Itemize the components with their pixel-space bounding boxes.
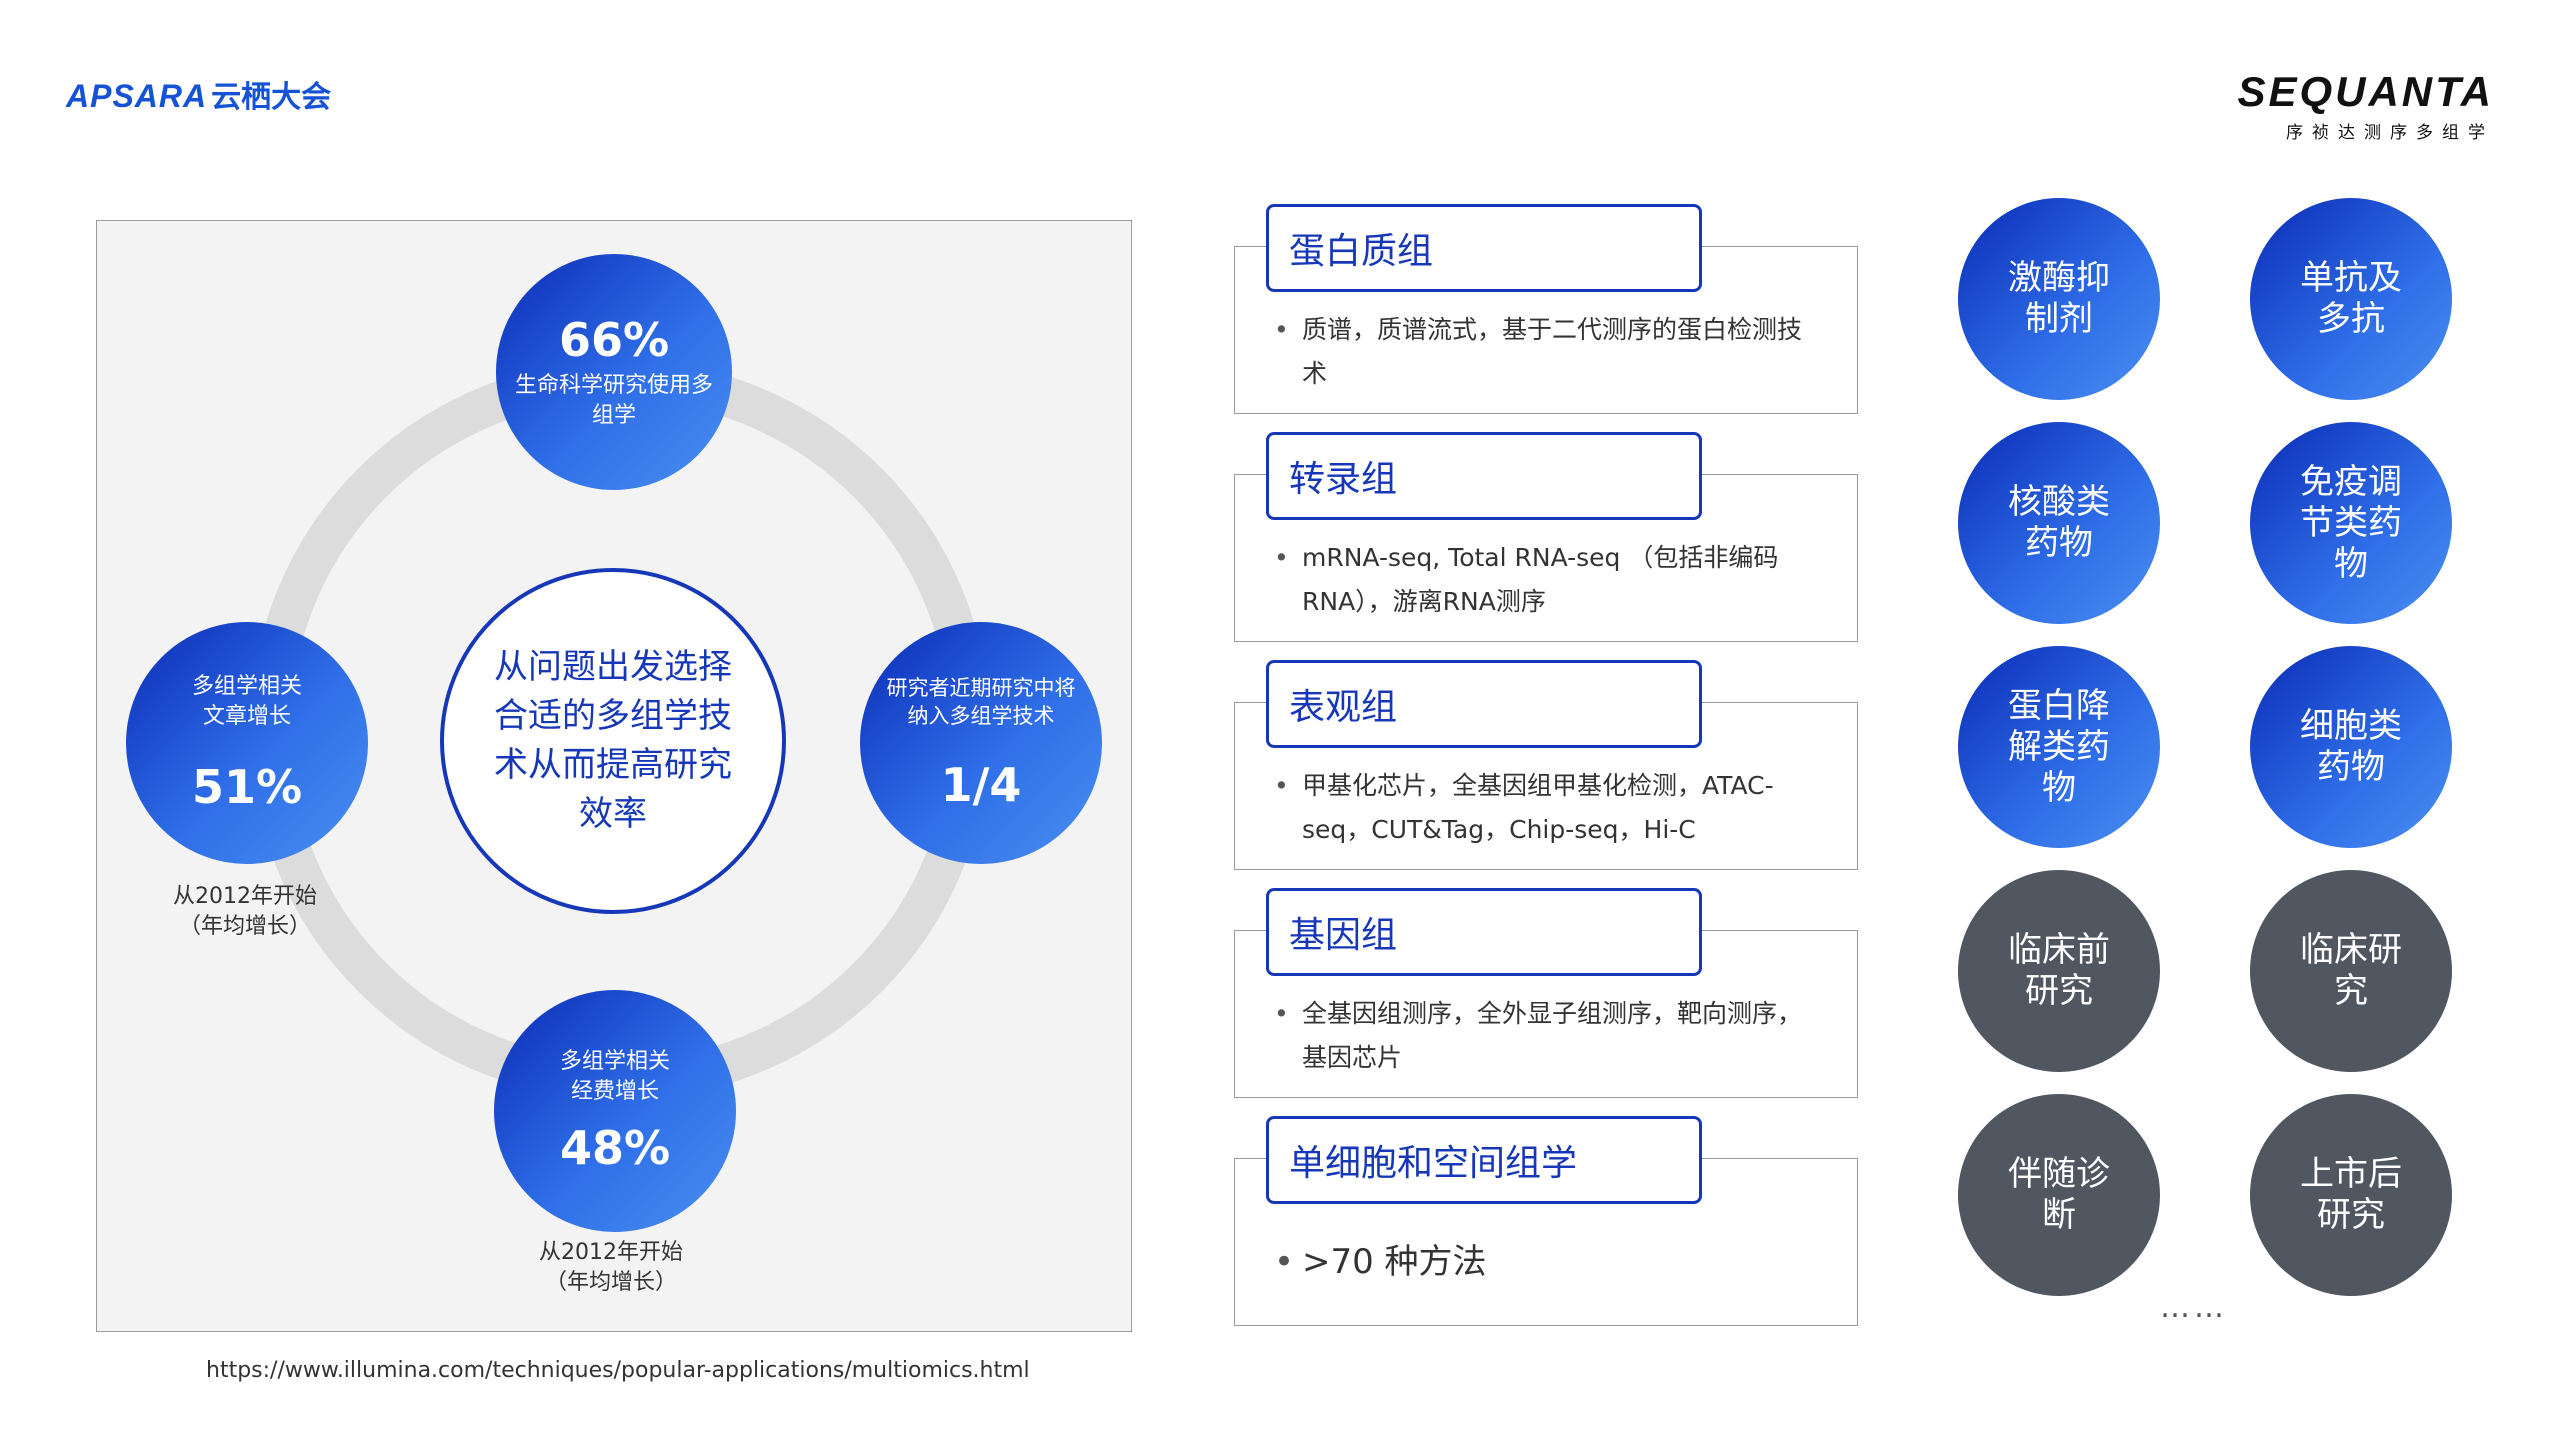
application-label: 蛋白降解类药物	[2008, 685, 2110, 808]
stage-circle: 伴随诊断	[1958, 1094, 2160, 1296]
stat-bubble-top: 66% 生命科学研究使用多组学	[496, 254, 732, 490]
stat-bubble-bottom: 多组学相关经费增长 48%	[494, 990, 736, 1232]
stat-value: 51%	[191, 760, 303, 814]
application-label: 细胞类药物	[2300, 706, 2402, 787]
omic-card-desc: 质谱，质谱流式，基于二代测序的蛋白检测技术	[1274, 308, 1814, 396]
center-statement-text: 从问题出发选择合适的多组学技术从而提高研究效率	[494, 647, 732, 834]
stat-label: 研究者近期研究中将纳入多组学技术	[886, 676, 1076, 728]
stage-circle: 上市后研究	[2250, 1094, 2452, 1296]
stat-label: 多组学相关经费增长	[559, 1049, 670, 1104]
stat-note-left: 从2012年开始 （年均增长）	[140, 882, 350, 942]
omic-card-title: 转录组	[1266, 432, 1702, 520]
stat-value: 48%	[559, 1121, 671, 1175]
apsara-logo-cn: 云栖大会	[211, 80, 332, 115]
application-label: 免疫调节类药物	[2300, 461, 2402, 584]
center-statement: 从问题出发选择合适的多组学技术从而提高研究效率	[440, 568, 786, 914]
omic-card-desc: mRNA-seq, Total RNA-seq （包括非编码RNA），游离RNA…	[1274, 536, 1814, 624]
note-line: （年均增长）	[178, 914, 311, 939]
application-circle: 免疫调节类药物	[2250, 422, 2452, 624]
stat-bubble-right: 研究者近期研究中将纳入多组学技术 1/4	[860, 622, 1102, 864]
stat-value: 66%	[558, 313, 670, 367]
omic-card-desc: 甲基化芯片，全基因组甲基化检测，ATAC-seq，CUT&Tag，Chip-se…	[1274, 764, 1814, 852]
sequanta-logo-text: SEQUANTA	[2237, 68, 2494, 115]
application-circle: 核酸类药物	[1958, 422, 2160, 624]
source-link[interactable]: https://www.illumina.com/techniques/popu…	[206, 1358, 1030, 1383]
note-line: （年均增长）	[544, 1270, 677, 1295]
note-line: 从2012年开始	[173, 884, 317, 909]
application-label: 激酶抑制剂	[2008, 258, 2110, 339]
stat-bubble-left: 多组学相关文章增长 51%	[126, 622, 368, 864]
omic-card-desc: >70 种方法	[1274, 1240, 1814, 1284]
stage-label: 上市后研究	[2300, 1154, 2402, 1235]
stage-circle: 临床研究	[2250, 870, 2452, 1072]
stage-label: 临床研究	[2300, 930, 2402, 1011]
apsara-logo: APSARA 云栖大会	[66, 72, 331, 116]
omic-card-title: 基因组	[1266, 888, 1702, 976]
omic-card-title: 蛋白质组	[1266, 204, 1702, 292]
stat-label: 多组学相关文章增长	[191, 674, 302, 729]
application-circle: 蛋白降解类药物	[1958, 646, 2160, 848]
application-circle: 细胞类药物	[2250, 646, 2452, 848]
omic-card-title: 表观组	[1266, 660, 1702, 748]
note-line: 从2012年开始	[539, 1240, 683, 1265]
application-circle: 单抗及多抗	[2250, 198, 2452, 400]
stage-label: 临床前研究	[2008, 930, 2110, 1011]
apsara-logo-text: APSARA	[66, 78, 208, 114]
stat-note-bottom: 从2012年开始 （年均增长）	[506, 1238, 716, 1298]
sequanta-logo: SEQUANTA 序祯达测序多组学	[2237, 68, 2494, 143]
omic-card-title: 单细胞和空间组学	[1266, 1116, 1702, 1204]
more-ellipsis: ……	[2160, 1290, 2228, 1325]
application-label: 核酸类药物	[2008, 482, 2110, 563]
stage-circle: 临床前研究	[1958, 870, 2160, 1072]
stage-label: 伴随诊断	[2008, 1154, 2110, 1235]
application-circle: 激酶抑制剂	[1958, 198, 2160, 400]
sequanta-logo-cn: 序祯达测序多组学	[2286, 123, 2494, 143]
application-label: 单抗及多抗	[2300, 258, 2402, 339]
stat-value: 1/4	[940, 758, 1022, 812]
stat-label: 生命科学研究使用多组学	[514, 373, 713, 428]
omic-card-desc: 全基因组测序，全外显子组测序，靶向测序，基因芯片	[1274, 992, 1814, 1080]
